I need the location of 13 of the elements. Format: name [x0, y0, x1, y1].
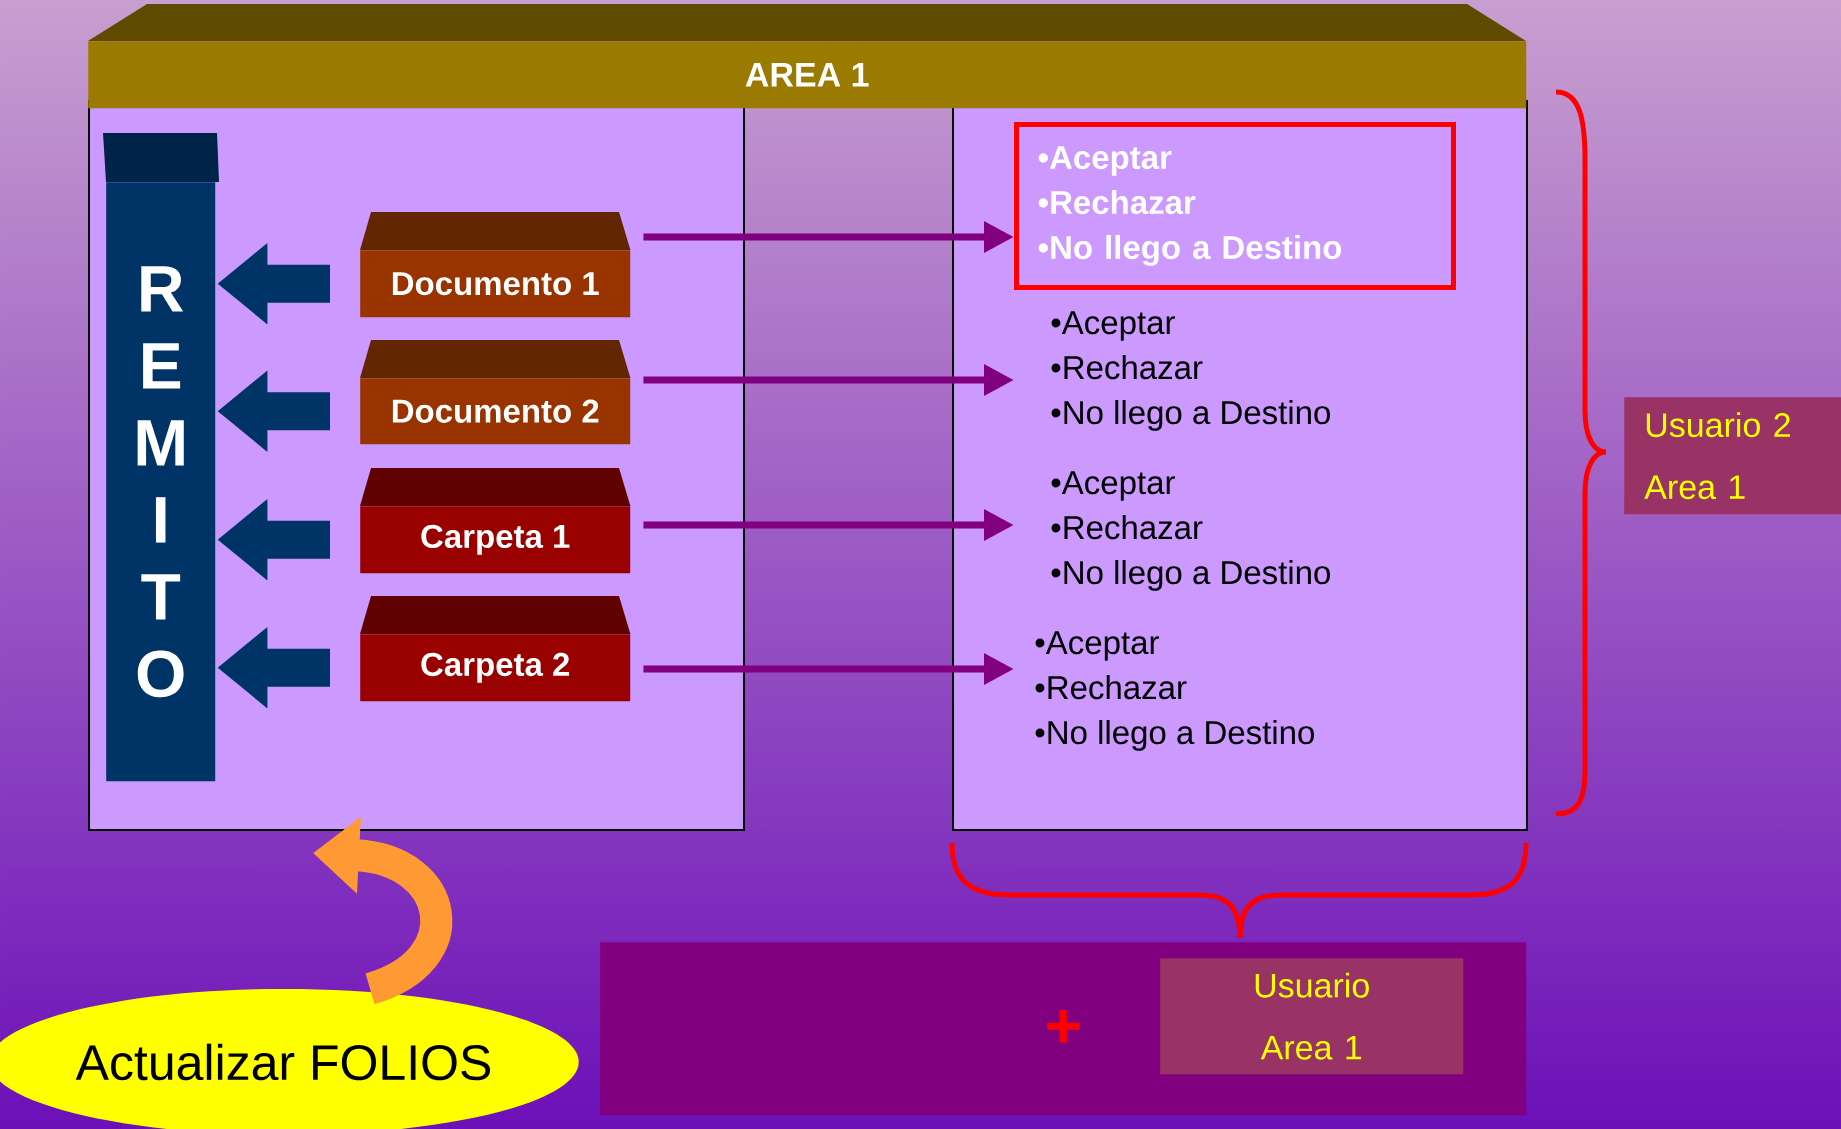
bullet-list: •Aceptar •Rechazar •No llego a Destino — [1035, 631, 1314, 751]
block-box: Carpeta 2 — [360, 596, 631, 702]
header-bar: AREA 1 — [88, 4, 1527, 109]
bullet-list: •Aceptar •Rechazar •No llego a Destino — [1051, 471, 1330, 591]
bullet-list: •Aceptar •Rechazar •No llego a Destino — [1051, 311, 1330, 431]
highlight-box: •Aceptar •Rechazar •No llego a Destino — [1014, 122, 1456, 290]
block-box: Documento 1 — [360, 212, 631, 318]
block-box: Documento 2 — [360, 340, 631, 445]
block-box: Carpeta 1 — [360, 468, 631, 574]
vertical-bar: REMITO — [103, 133, 219, 782]
label-box: Usuario Area 1 — [1160, 958, 1464, 1075]
panel — [952, 100, 1528, 831]
label-box: Usuario 2 Area 1 — [1624, 397, 1841, 515]
